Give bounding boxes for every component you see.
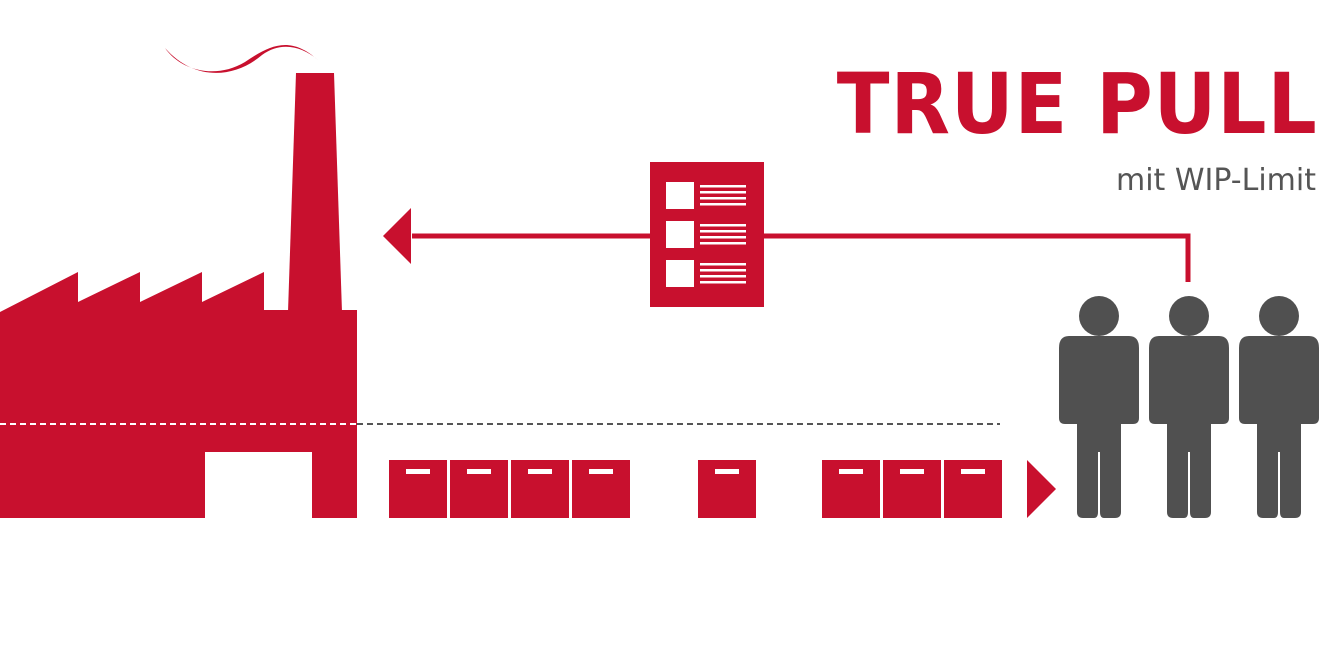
factory-icon: [0, 44, 357, 518]
box-label: [900, 469, 924, 474]
kanban-text-line: [700, 236, 746, 239]
box-body: [511, 460, 569, 518]
box-label: [839, 469, 863, 474]
box-icon: [572, 460, 630, 518]
wip-boxes: [389, 460, 1002, 518]
kanban-text-line: [700, 203, 746, 206]
box-body: [883, 460, 941, 518]
kanban-text-line: [700, 275, 746, 278]
kanban-text-line: [700, 269, 746, 272]
kanban-text-line: [700, 263, 746, 266]
kanban-text-line: [700, 242, 746, 245]
kanban-checkbox: [666, 260, 694, 287]
kanban-card-icon: [650, 162, 764, 307]
box-body: [822, 460, 880, 518]
person-body: [1059, 336, 1139, 518]
kanban-card-row: [666, 182, 746, 209]
kanban-text-line: [700, 224, 746, 227]
box-label: [528, 469, 552, 474]
factory-chimney: [288, 73, 342, 312]
kanban-text-line: [700, 197, 746, 200]
person-head: [1259, 296, 1299, 336]
kanban-text-line: [700, 281, 746, 284]
customers: [1059, 296, 1319, 518]
box-icon: [389, 460, 447, 518]
delivery-arrow-icon: [1027, 460, 1056, 518]
kanban-text-line: [700, 185, 746, 188]
box-label: [406, 469, 430, 474]
factory-smoke: [165, 44, 318, 73]
box-body: [698, 460, 756, 518]
box-label: [467, 469, 491, 474]
kanban-card-row: [666, 221, 746, 248]
box-label: [961, 469, 985, 474]
person-icon: [1239, 296, 1319, 518]
box-icon: [944, 460, 1002, 518]
person-icon: [1149, 296, 1229, 518]
pull-signal: [383, 208, 1191, 282]
box-label: [589, 469, 613, 474]
box-icon: [450, 460, 508, 518]
kanban-text-line: [700, 230, 746, 233]
kanban-checkbox: [666, 221, 694, 248]
box-icon: [511, 460, 569, 518]
person-body: [1149, 336, 1229, 518]
box-body: [389, 460, 447, 518]
page-subtitle: mit WIP-Limit: [1116, 163, 1316, 198]
kanban-card-row: [666, 260, 746, 287]
box-icon: [698, 460, 756, 518]
box-icon: [883, 460, 941, 518]
pull-signal-line: [412, 233, 1191, 282]
kanban-checkbox: [666, 182, 694, 209]
factory-building: [0, 272, 357, 518]
box-label: [715, 469, 739, 474]
box-body: [944, 460, 1002, 518]
kanban-text-line: [700, 191, 746, 194]
box-icon: [822, 460, 880, 518]
person-head: [1079, 296, 1119, 336]
pull-arrow-icon: [383, 208, 411, 264]
person-icon: [1059, 296, 1139, 518]
person-head: [1169, 296, 1209, 336]
box-body: [572, 460, 630, 518]
box-body: [450, 460, 508, 518]
person-body: [1239, 336, 1319, 518]
page-title: TRUE PULL: [837, 55, 1318, 153]
